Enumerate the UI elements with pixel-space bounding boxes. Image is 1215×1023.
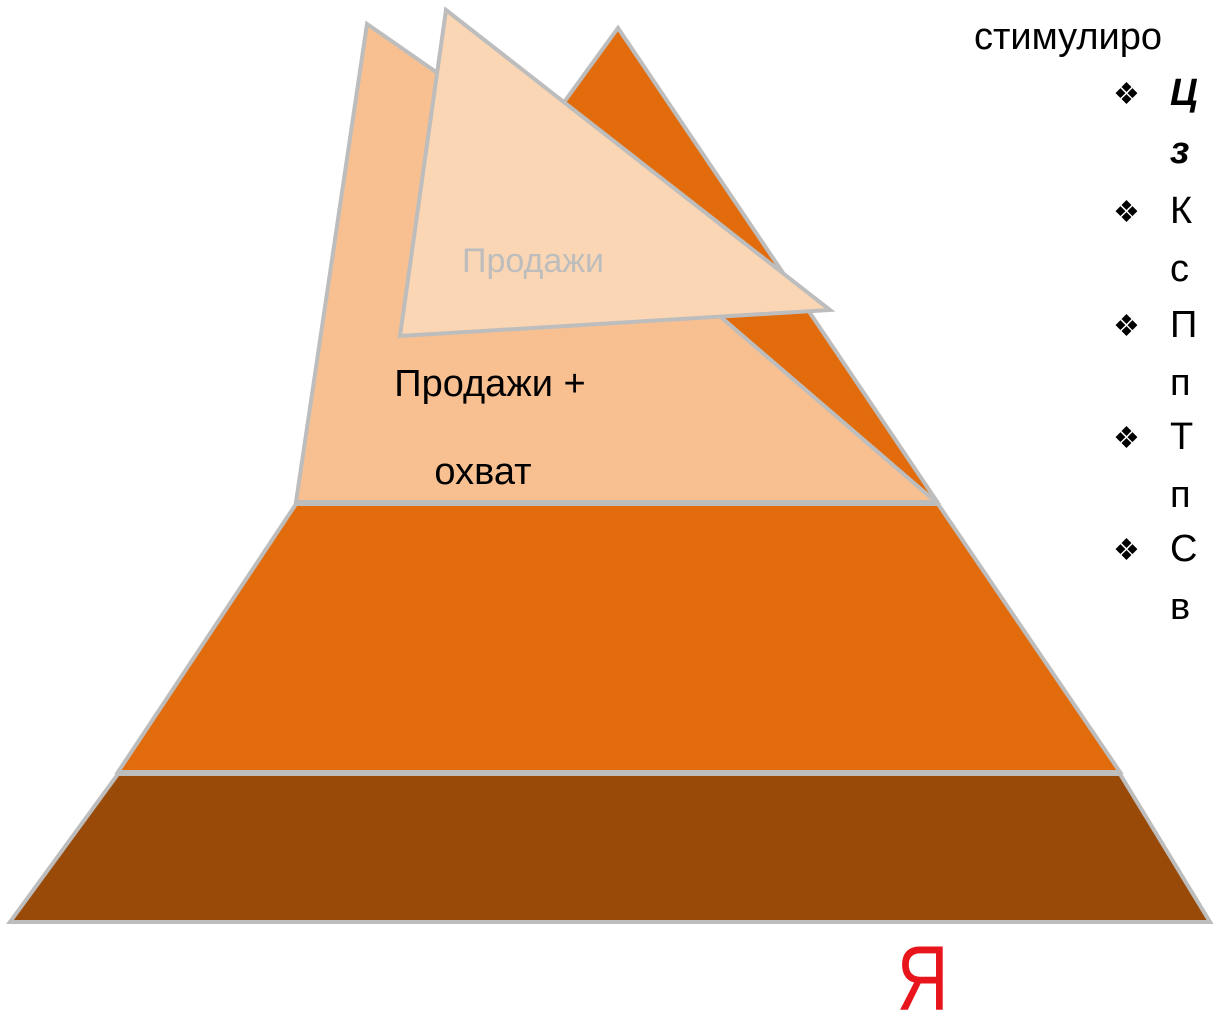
- upper-tier-label-line1: Продажи +: [394, 363, 585, 405]
- apex-triangle: [397, 6, 836, 339]
- yandex-logo: Я: [897, 936, 949, 1018]
- middle-tier: [114, 502, 1124, 774]
- upper-tier-label-line2: охват: [434, 451, 531, 493]
- yandex-logo-text: Я: [897, 936, 949, 1018]
- base-tier: [6, 772, 1214, 924]
- apex-label: Продажи: [462, 242, 604, 280]
